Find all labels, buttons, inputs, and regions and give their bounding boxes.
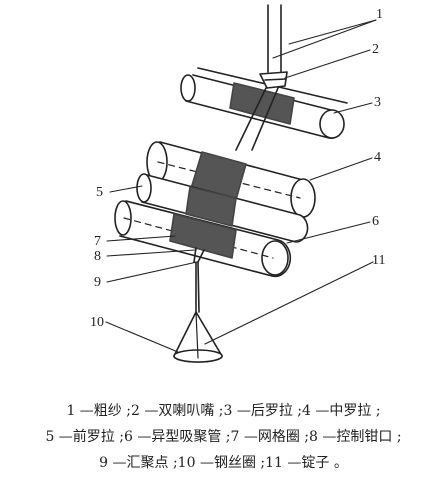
callout-8: 8 — [94, 249, 101, 264]
callout-6: 6 — [372, 214, 379, 229]
callout-numbers: 1 2 3 4 5 6 7 8 9 10 11 — [90, 7, 385, 330]
callout-4: 4 — [374, 150, 381, 165]
callout-10: 10 — [90, 315, 104, 330]
yarn — [193, 247, 205, 313]
compact-spinning-diagram: 1 2 3 4 5 6 7 8 9 10 11 — [90, 4, 385, 363]
roving — [267, 4, 282, 73]
front-roller — [136, 173, 309, 243]
callout-1: 1 — [376, 7, 383, 22]
callout-leaders — [105, 19, 377, 353]
caption-line-3: 9 —汇聚点 ;10 —钢丝圈 ;11 —锭子 。 — [99, 455, 348, 471]
back-roller — [180, 74, 345, 139]
callout-9: 9 — [94, 275, 101, 290]
shaped-suction-tube — [114, 200, 292, 278]
caption-line-2: 5 —前罗拉 ;6 —异型吸聚管 ;7 —网格圈 ;8 —控制钳口 ; — [45, 429, 402, 445]
fiber-strand-upper — [235, 87, 279, 151]
traveler-and-spindle — [173, 311, 223, 363]
callout-11: 11 — [372, 253, 385, 268]
figure-caption: 1 —粗纱 ;2 —双喇叭嘴 ;3 —后罗拉 ;4 —中罗拉 ; 5 —前罗拉 … — [0, 398, 447, 476]
callout-2: 2 — [372, 42, 379, 57]
caption-line-1: 1 —粗纱 ;2 —双喇叭嘴 ;3 —后罗拉 ;4 —中罗拉 ; — [66, 403, 381, 419]
callout-3: 3 — [374, 95, 381, 110]
callout-7: 7 — [94, 234, 101, 249]
callout-5: 5 — [96, 185, 103, 200]
double-trumpet — [259, 71, 288, 89]
